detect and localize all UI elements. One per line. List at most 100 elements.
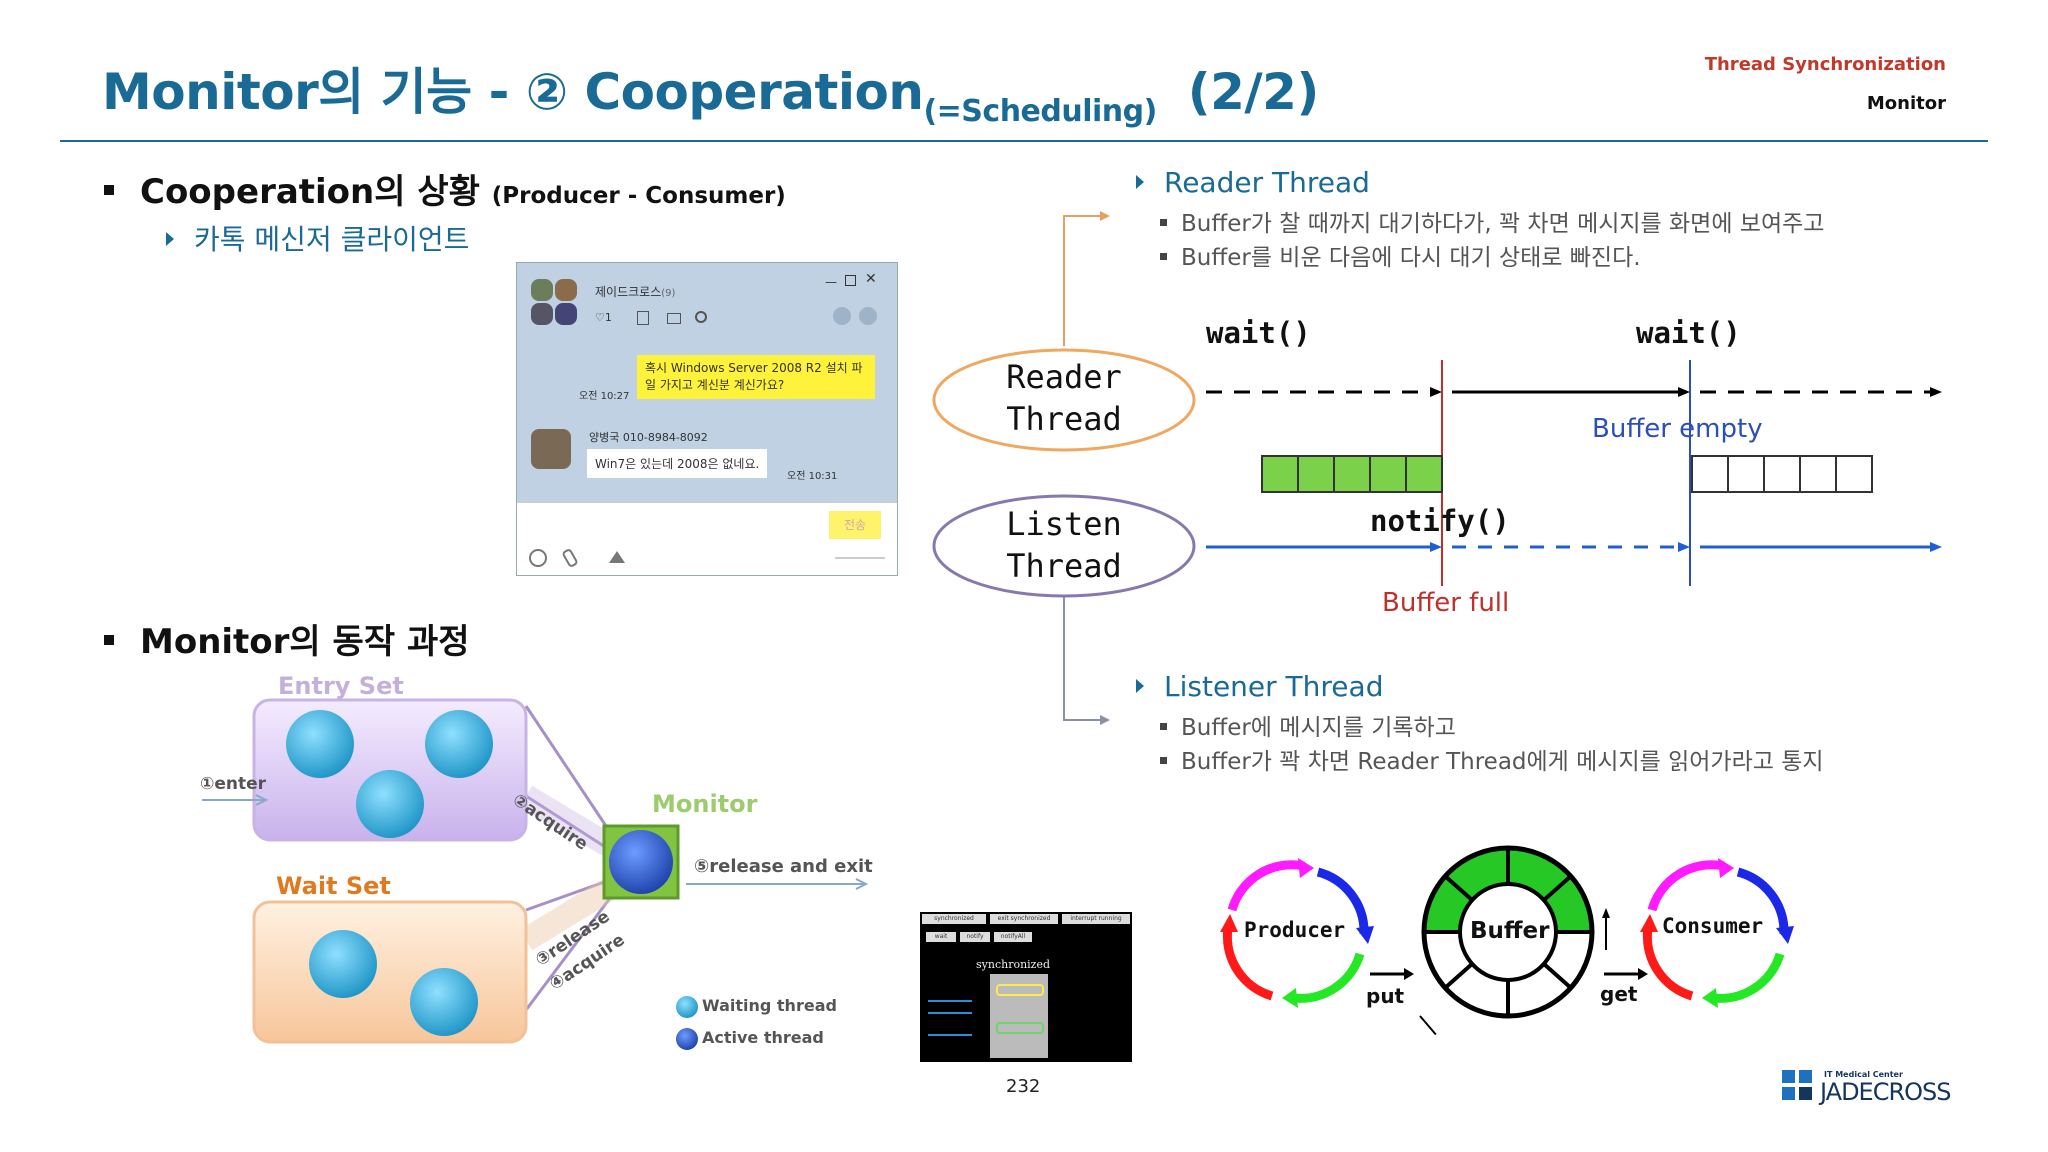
triangle-icon bbox=[1136, 175, 1144, 189]
mini-monitor bbox=[990, 974, 1048, 1058]
put-pointer bbox=[1419, 1015, 1437, 1036]
send-button[interactable]: 전송 bbox=[829, 511, 881, 539]
release-exit-label: ⑤release and exit bbox=[694, 856, 873, 877]
legend-waiting-dot bbox=[676, 996, 698, 1018]
arrowhead bbox=[1638, 968, 1648, 980]
avatar bbox=[531, 279, 553, 301]
bullet-square bbox=[1160, 253, 1167, 260]
bullet-square bbox=[1160, 723, 1167, 730]
arrowhead bbox=[1602, 908, 1610, 918]
empty-buffer bbox=[1691, 455, 1873, 493]
sender-name: 양병국 010-8984-8092 bbox=[589, 431, 708, 444]
search-icon[interactable] bbox=[695, 311, 707, 323]
listener-bullet-2-text: Buffer가 꽉 차면 Reader Thread에게 메시지를 읽어가라고 … bbox=[1181, 749, 1824, 775]
reader-thread-label: Reader Thread bbox=[1004, 356, 1124, 440]
page-number: 232 bbox=[1006, 1076, 1041, 1097]
arrowhead bbox=[1430, 387, 1442, 397]
message-bubble-other: Win7은 있는데 2008은 없네요. bbox=[587, 449, 768, 478]
arrowhead bbox=[1356, 926, 1374, 944]
release-band bbox=[519, 874, 623, 951]
minimize-icon[interactable]: — bbox=[825, 275, 837, 289]
mini-thread bbox=[996, 1022, 1044, 1034]
image-icon[interactable] bbox=[609, 551, 625, 563]
bullet-square bbox=[1160, 219, 1167, 226]
bullet-dot bbox=[104, 185, 114, 195]
title-sub: (=Scheduling) bbox=[923, 94, 1157, 129]
listener-bullet-1-text: Buffer에 메시지를 기록하고 bbox=[1181, 715, 1456, 741]
reader-bullet-1: Buffer가 찰 때까지 대기하다가, 꽉 차면 메시지를 화면에 보여주고 bbox=[1160, 204, 1824, 238]
waiting-thread bbox=[425, 710, 493, 778]
monitor-diagram bbox=[202, 698, 869, 1050]
triangle-icon bbox=[166, 232, 174, 246]
mini-tab: exit synchronized bbox=[990, 914, 1058, 924]
waiting-thread bbox=[356, 770, 424, 838]
mini-thread bbox=[996, 984, 1044, 996]
logo-text: JADECROSS bbox=[1820, 1078, 1952, 1106]
arrowhead bbox=[1282, 988, 1298, 1008]
reader-thread-ellipse bbox=[932, 348, 1196, 452]
reader-bullet-2: Buffer를 비운 다음에 다시 대기 상태로 빠진다. bbox=[1160, 238, 1641, 272]
get-label: get bbox=[1600, 982, 1638, 1006]
listen-label-line2: Thread bbox=[1006, 547, 1122, 585]
waiting-thread bbox=[286, 710, 354, 778]
consumer-label: Consumer bbox=[1662, 914, 1764, 938]
arrowhead bbox=[1220, 914, 1238, 932]
enter-arrowhead bbox=[255, 794, 269, 806]
sub-bullet-kakao-text: 카톡 메신저 클라이언트 bbox=[194, 223, 470, 256]
buffer-full-label: Buffer full bbox=[1382, 588, 1510, 618]
arrowhead bbox=[1678, 542, 1690, 552]
avatar bbox=[555, 279, 577, 301]
bullet-monitor-text: Monitor의 동작 과정 bbox=[140, 622, 470, 662]
mini-label: synchronized bbox=[976, 958, 1051, 971]
album-icon[interactable] bbox=[667, 313, 681, 324]
wait-label-1: wait() bbox=[1206, 316, 1311, 350]
producer-label: Producer bbox=[1244, 918, 1346, 942]
consumer-cycle bbox=[1642, 860, 1789, 1003]
arrowhead bbox=[1702, 988, 1718, 1008]
reader-connector bbox=[1063, 215, 1104, 346]
reader-bullet-1-text: Buffer가 찰 때까지 대기하다가, 꽉 차면 메시지를 화면에 보여주고 bbox=[1181, 211, 1825, 237]
maximize-icon[interactable] bbox=[845, 275, 856, 286]
menu-icon[interactable] bbox=[859, 307, 877, 325]
bell-icon[interactable] bbox=[833, 307, 851, 325]
mini-tab: synchronized bbox=[922, 914, 986, 924]
notes-icon[interactable] bbox=[637, 311, 649, 325]
close-icon[interactable]: ✕ bbox=[865, 271, 877, 287]
mini-tab: interrupt running bbox=[1062, 914, 1130, 924]
bullet-cooperation: Cooperation의 상황 (Producer - Consumer) bbox=[104, 164, 786, 213]
listen-thread-label: Listen Thread bbox=[1004, 503, 1124, 587]
wait-label-2: wait() bbox=[1636, 316, 1741, 350]
reader-connector-head bbox=[1100, 211, 1110, 221]
waiting-thread bbox=[309, 930, 377, 998]
listener-connector-head bbox=[1100, 715, 1110, 725]
bullet-cooperation-small: (Producer - Consumer) bbox=[491, 183, 786, 209]
slider-track[interactable] bbox=[835, 557, 885, 559]
monitor-label: Monitor bbox=[652, 790, 758, 818]
active-thread bbox=[609, 830, 673, 894]
reader-heading-text: Reader Thread bbox=[1164, 166, 1370, 199]
arrowhead bbox=[1718, 858, 1734, 878]
waiting-thread bbox=[410, 968, 478, 1036]
chat-input-area[interactable]: 전송 bbox=[517, 502, 897, 575]
listener-heading-text: Listener Thread bbox=[1164, 670, 1384, 703]
legend-active-text: Active thread bbox=[702, 1028, 824, 1047]
jadecross-logo-mark bbox=[1782, 1070, 1812, 1100]
reader-bullet-2-text: Buffer를 비운 다음에 다시 대기 상태로 빠진다. bbox=[1181, 245, 1641, 271]
arrowhead bbox=[1678, 387, 1690, 397]
acquire-band bbox=[519, 785, 623, 861]
exit-arrowhead bbox=[855, 878, 869, 890]
reader-label-line1: Reader bbox=[1006, 358, 1122, 396]
bullet-square bbox=[1160, 757, 1167, 764]
logo-small-text: IT Medical Center bbox=[1824, 1070, 1903, 1079]
producer-cycle bbox=[1222, 860, 1369, 1003]
mini-arrow bbox=[928, 1012, 972, 1014]
title-main: Monitor의 기능 - ② Cooperation bbox=[102, 63, 924, 121]
chat-window: 제이드크로스(9) ♡1 — ✕ 혹시 Windows Server 2008 … bbox=[516, 262, 898, 576]
emoticon-icon[interactable] bbox=[529, 549, 547, 567]
chat-likes: ♡1 bbox=[595, 311, 612, 324]
bullet-monitor: Monitor의 동작 과정 bbox=[104, 614, 470, 663]
title-page: (2/2) bbox=[1187, 63, 1320, 121]
sub-bullet-kakao: 카톡 메신저 클라이언트 bbox=[166, 218, 469, 258]
synchronized-screenshot: synchronized exit synchronized interrupt… bbox=[920, 912, 1132, 1062]
